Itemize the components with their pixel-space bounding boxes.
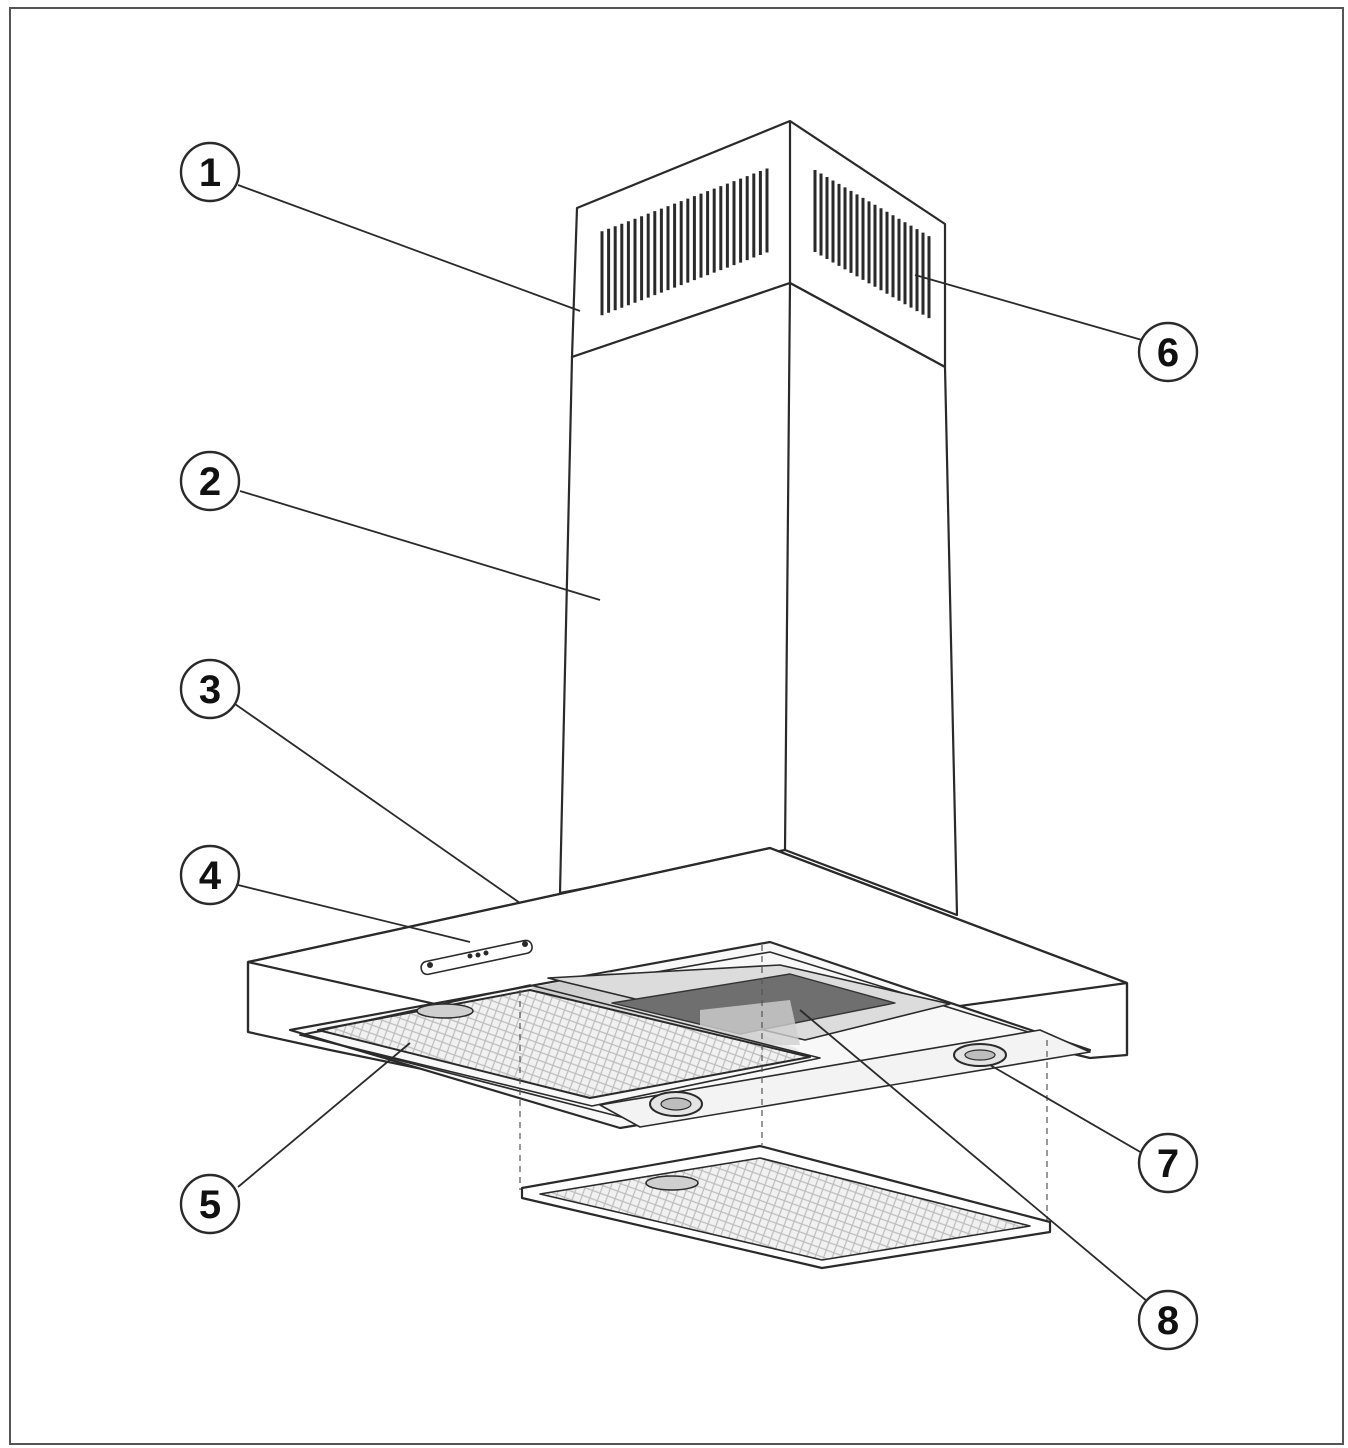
callout-8-label: 8 [1157, 1299, 1179, 1343]
callout-1: 1 [179, 141, 241, 203]
chimney-vent-slots-front [600, 168, 769, 316]
callout-3: 3 [179, 658, 241, 720]
leader-line-5 [237, 1042, 411, 1188]
callout-3-label: 3 [199, 668, 221, 712]
callout-8: 8 [1137, 1289, 1199, 1351]
leader-line-2 [239, 490, 601, 601]
callout-5-label: 5 [199, 1183, 221, 1227]
callout-6-label: 6 [1157, 331, 1179, 375]
leader-line-1 [237, 184, 581, 312]
callout-7-label: 7 [1157, 1142, 1179, 1186]
installed-grease-filter [299, 984, 821, 1107]
leader-line-7 [989, 1064, 1143, 1154]
leader-line-6 [914, 274, 1143, 341]
callout-5: 5 [179, 1173, 241, 1235]
filter-guide-lines [519, 945, 1048, 1222]
leader-line-4 [237, 884, 471, 943]
callout-4: 4 [179, 844, 241, 906]
leader-line-8 [799, 1009, 1149, 1303]
callout-6: 6 [1137, 321, 1199, 383]
callout-2: 2 [179, 450, 241, 512]
chimney-vent-slots-side [813, 170, 931, 319]
lower-chimney [558, 281, 959, 917]
control-panel [420, 939, 533, 976]
leader-line-3 [234, 703, 521, 904]
callout-2-label: 2 [199, 460, 221, 504]
callout-1-label: 1 [199, 151, 221, 195]
callout-7: 7 [1137, 1132, 1199, 1194]
lamp-rail [599, 1029, 1091, 1128]
removed-grease-filter [520, 1144, 1052, 1270]
callout-4-label: 4 [199, 854, 222, 898]
